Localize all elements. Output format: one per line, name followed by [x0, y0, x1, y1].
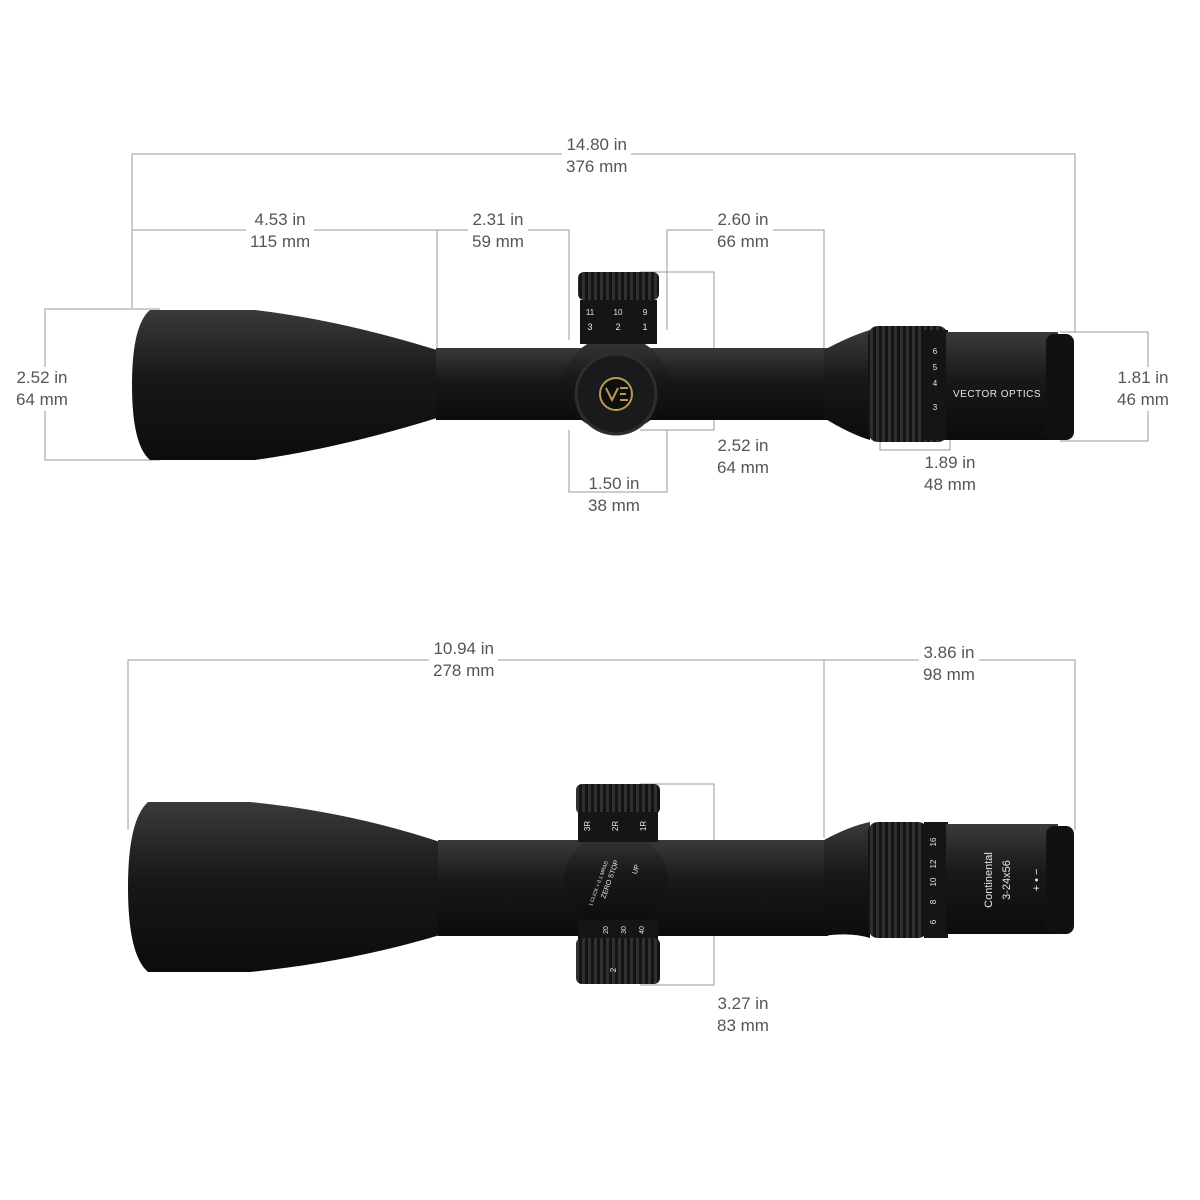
- zoom-ring-number: 8: [929, 899, 938, 904]
- zoom-ring-line: [879, 440, 951, 451]
- eyepiece-diameter-mm: 46 mm: [1117, 390, 1169, 409]
- lower-turret-number: 40: [639, 926, 646, 934]
- brand-text: VECTOR OPTICS: [953, 389, 1041, 400]
- eyepiece-length-in: 3.86 in: [923, 643, 975, 662]
- eyepiece-transition-bottom: [824, 822, 870, 938]
- lower-turret-cap: [576, 938, 660, 984]
- overall-length-in: 14.80 in: [566, 135, 627, 154]
- zoom-ring-number: 12: [929, 859, 938, 868]
- zoom-ring-bottom: [868, 822, 928, 938]
- turret-dial-number: 3: [587, 322, 592, 332]
- turret-dial-number: 1: [642, 322, 647, 332]
- eyepiece-body: [946, 332, 1058, 440]
- objective-bell-label: 4.53 in 115 mm: [246, 209, 315, 253]
- eyepiece-length-mm: 98 mm: [923, 665, 975, 684]
- brand-badge-mark: [605, 387, 628, 403]
- turret-width-label: 1.50 in 38 mm: [584, 473, 644, 517]
- model-name: Continental: [983, 852, 995, 908]
- turret-height-in: 2.52 in: [717, 436, 769, 455]
- lower-turret-number: 2: [609, 967, 618, 972]
- front-length-label: 10.94 in 278 mm: [429, 638, 499, 682]
- top-scope: [132, 272, 1074, 460]
- lower-turret-number: 30: [621, 926, 628, 934]
- turret-label: 1R: [639, 821, 648, 831]
- rear-tube-mm: 66 mm: [717, 232, 769, 251]
- turret-width-mm: 38 mm: [588, 496, 640, 515]
- turret-dial-number: 10: [614, 308, 623, 317]
- turret-label: 2R: [611, 821, 620, 831]
- eyepiece-diameter-label: 1.81 in 46 mm: [1113, 367, 1173, 411]
- rear-tube-label: 2.60 in 66 mm: [713, 209, 773, 253]
- turret-dial-number: 11: [586, 308, 595, 317]
- zoom-scale-bottom: [924, 822, 948, 938]
- turret-span-in: 3.27 in: [717, 994, 769, 1013]
- zoom-ring-number: 3: [933, 403, 938, 412]
- eyepiece-body-bottom: [946, 824, 1058, 934]
- turret-span-label: 3.27 in 83 mm: [713, 993, 773, 1037]
- overall-length-mm: 376 mm: [566, 157, 628, 176]
- eyepiece-length-line: [824, 659, 1076, 830]
- upper-turret-cap: [576, 784, 660, 814]
- turret-saddle-bottom: [564, 832, 668, 928]
- zoom-ring-number: 4: [933, 379, 938, 388]
- objective-bell: [132, 310, 437, 460]
- elevation-turret-dial: [580, 300, 657, 344]
- zoom-ring-number: 10: [929, 877, 938, 886]
- eyepiece-diameter-in: 1.81 in: [1117, 368, 1169, 387]
- turret-up-text: UP: [632, 863, 642, 875]
- zoom-ring-label: 1.89 in 48 mm: [920, 452, 980, 496]
- zoom-ring-mm: 48 mm: [924, 475, 976, 494]
- zoom-ring-number: 16: [929, 837, 938, 846]
- turret-height-label: 2.52 in 64 mm: [713, 435, 773, 479]
- elevation-turret-cap: [578, 272, 659, 300]
- objective-diameter-in: 2.52 in: [16, 368, 68, 387]
- front-tube-mm: 59 mm: [472, 232, 524, 251]
- eyepiece-end-bottom: [1046, 826, 1074, 934]
- eyepiece-length-label: 3.86 in 98 mm: [919, 642, 979, 686]
- front-tube-in: 2.31 in: [472, 210, 524, 229]
- lower-turret-dial: [578, 920, 658, 940]
- front-tube-label: 2.31 in 59 mm: [468, 209, 528, 253]
- turret-label: 3R: [583, 821, 592, 831]
- turret-span-mm: 83 mm: [717, 1016, 769, 1035]
- zoom-ring-in: 1.89 in: [924, 453, 976, 472]
- rear-tube-in: 2.60 in: [717, 210, 769, 229]
- overall-length-label: 14.80 in 376 mm: [562, 134, 632, 178]
- objective-diameter-mm: 64 mm: [16, 390, 68, 409]
- lower-turret-number: 20: [603, 926, 610, 934]
- front-length-in: 10.94 in: [433, 639, 494, 658]
- zoom-ring-number: 5: [933, 363, 938, 372]
- objective-bell-bottom: [128, 802, 440, 972]
- objective-bell-mm: 115 mm: [250, 232, 311, 251]
- front-length-mm: 278 mm: [433, 661, 495, 680]
- zoom-ring-number: 6: [929, 919, 938, 924]
- eyepiece-transition: [824, 330, 870, 440]
- turret-dial-number: 2: [615, 322, 620, 332]
- turret-height-mm: 64 mm: [717, 458, 769, 477]
- turret-width-line: [568, 430, 668, 493]
- diopter-marks: + • −: [1031, 869, 1043, 892]
- zoom-scale: [922, 330, 948, 440]
- objective-bell-in: 4.53 in: [254, 210, 306, 229]
- turret-width-in: 1.50 in: [588, 474, 640, 493]
- eyepiece-end: [1046, 334, 1074, 440]
- upper-turret-dial: [578, 812, 658, 842]
- bottom-scope: [128, 784, 1074, 984]
- zoom-ring-number: 6: [933, 347, 938, 356]
- turret-dial-number: 9: [643, 308, 648, 317]
- model-spec: 3-24x56: [1001, 860, 1013, 900]
- objective-diameter-label: 2.52 in 64 mm: [12, 367, 72, 411]
